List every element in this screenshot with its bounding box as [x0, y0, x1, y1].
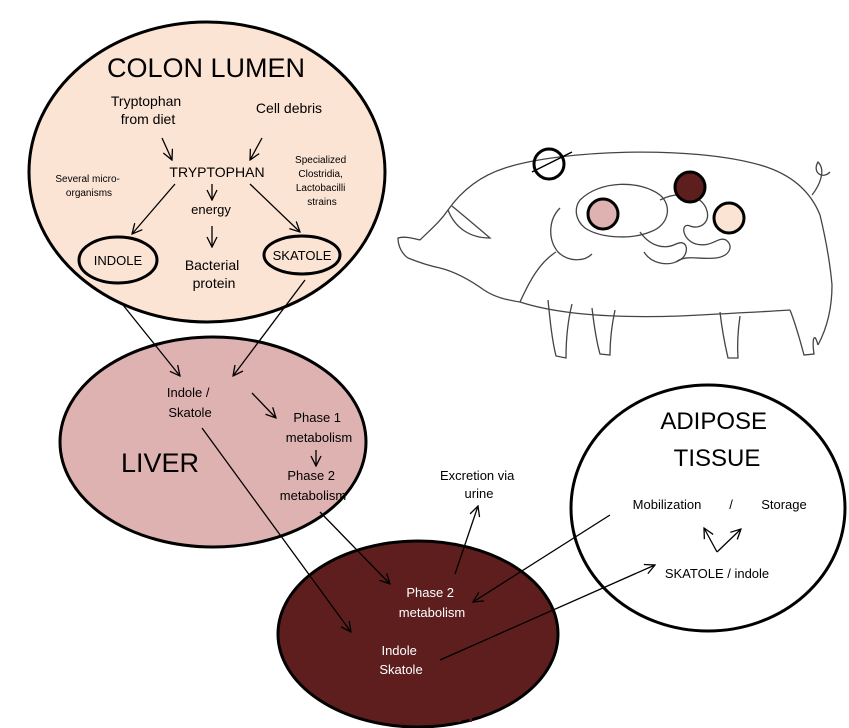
indole-label: INDOLE: [94, 253, 143, 268]
pig-intestine-loops-2: [640, 232, 686, 264]
cell-debris-label: Cell debris: [256, 100, 322, 116]
pig-illustration: [398, 152, 832, 358]
adipose-slash: /: [729, 497, 733, 512]
pig-ribline: [520, 252, 556, 302]
marker-dark-circle: [675, 172, 705, 202]
energy-label: energy: [191, 202, 231, 217]
storage-label: Storage: [761, 497, 807, 512]
excretion-label: Excretion via urine: [440, 468, 518, 501]
pig-tail: [812, 162, 830, 195]
pig-lung-outline: [551, 208, 592, 260]
colon-title: COLON LUMEN: [107, 53, 305, 83]
mobilization-label: Mobilization: [633, 497, 702, 512]
pig-markers: [532, 149, 744, 233]
pig-hind-leg-2: [790, 310, 818, 355]
marker-pink-circle: [588, 199, 618, 229]
pig-head-outline: [398, 237, 520, 302]
kidney-section: Phase 2 metabolism Indole Skatole KIDNEY: [278, 541, 558, 728]
pig-belly: [520, 302, 790, 317]
adipose-section: ADIPOSE TISSUE Mobilization / Storage SK…: [571, 385, 845, 631]
pig-front-leg-1: [548, 300, 572, 358]
kidney-title: KIDNEY: [383, 698, 480, 728]
pig-hind-leg-1: [720, 312, 740, 358]
skatole-label: SKATOLE: [273, 248, 332, 263]
liver-title: LIVER: [121, 448, 199, 478]
pig-ear: [448, 206, 490, 238]
adipose-skatole-indole: SKATOLE / indole: [665, 566, 769, 581]
tryptophan-label: TRYPTOPHAN: [169, 164, 264, 180]
marker-peach-circle: [714, 203, 744, 233]
colon-lumen-section: COLON LUMEN Tryptophan from diet Cell de…: [29, 22, 385, 322]
